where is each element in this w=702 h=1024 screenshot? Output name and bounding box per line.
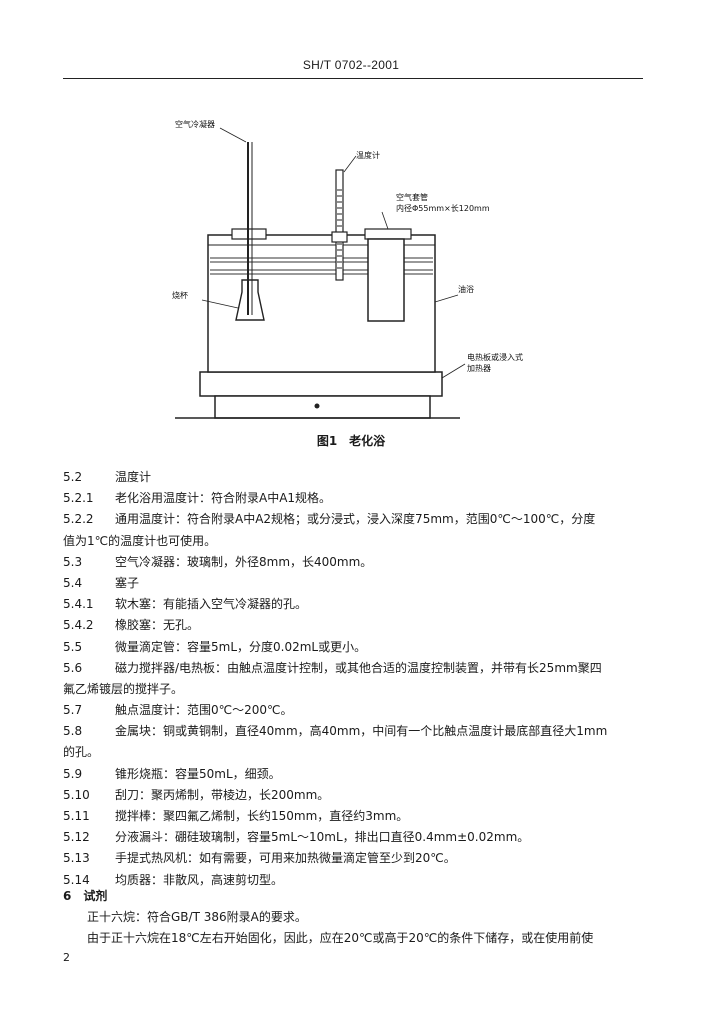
- aging-bath-figure: 空气冷凝器 温度计 空气套管 内径Φ55mm×长120mm 烧杯 油浴 电热板或…: [160, 110, 580, 430]
- heater-stand: [214, 395, 431, 419]
- heater-knob: [314, 403, 320, 409]
- list-item: 值为1℃的温度计也可使用。: [63, 533, 217, 548]
- oil-bath-label: 油浴: [458, 284, 474, 294]
- section-6-para-2: 由于正十六烷在18℃左右开始固化，因此，应在20℃或高于20℃的条件下储存，或在…: [87, 931, 594, 946]
- cork-holder-right: [364, 228, 412, 240]
- flask-shape: [235, 279, 265, 321]
- flask-label: 烧杯: [172, 290, 188, 300]
- sleeve-dims-label: 内径Φ55mm×长120mm: [396, 203, 490, 213]
- section-6-para-1: 正十六烷：符合GB/T 386附录A的要求。: [87, 910, 307, 925]
- document-code-header: SH/T 0702--2001: [302, 58, 400, 72]
- section-6: 6 试剂 正十六烷：符合GB/T 386附录A的要求。 由于正十六烷在18℃左右…: [63, 886, 648, 950]
- air-sleeve-label: 空气套管: [396, 192, 428, 202]
- page-number: 2: [63, 951, 70, 964]
- list-item: 氟乙烯镀层的搅拌子。: [63, 681, 184, 696]
- aging-bath-diagram: 空气冷凝器 温度计 空气套管 内径Φ55mm×长120mm 烧杯 油浴 电热板或…: [172, 119, 523, 419]
- figure-caption: 图1 老化浴: [316, 434, 386, 448]
- thermometer-clamp: [331, 231, 348, 243]
- section-6-heading: 6 试剂: [63, 889, 108, 903]
- heater-label-line1: 电热板或浸入式: [467, 352, 523, 362]
- thermometer-stem: [335, 169, 344, 281]
- list-item: 的孔。: [63, 745, 100, 760]
- heater-label-line2: 加热器: [467, 363, 491, 373]
- header-rule: [63, 78, 643, 79]
- thermometer-label: 温度计: [356, 150, 380, 160]
- leader-lines: [201, 127, 466, 379]
- condenser-label: 空气冷凝器: [175, 119, 215, 129]
- air-sleeve-tube: [367, 238, 405, 322]
- heater-plate: [199, 371, 443, 397]
